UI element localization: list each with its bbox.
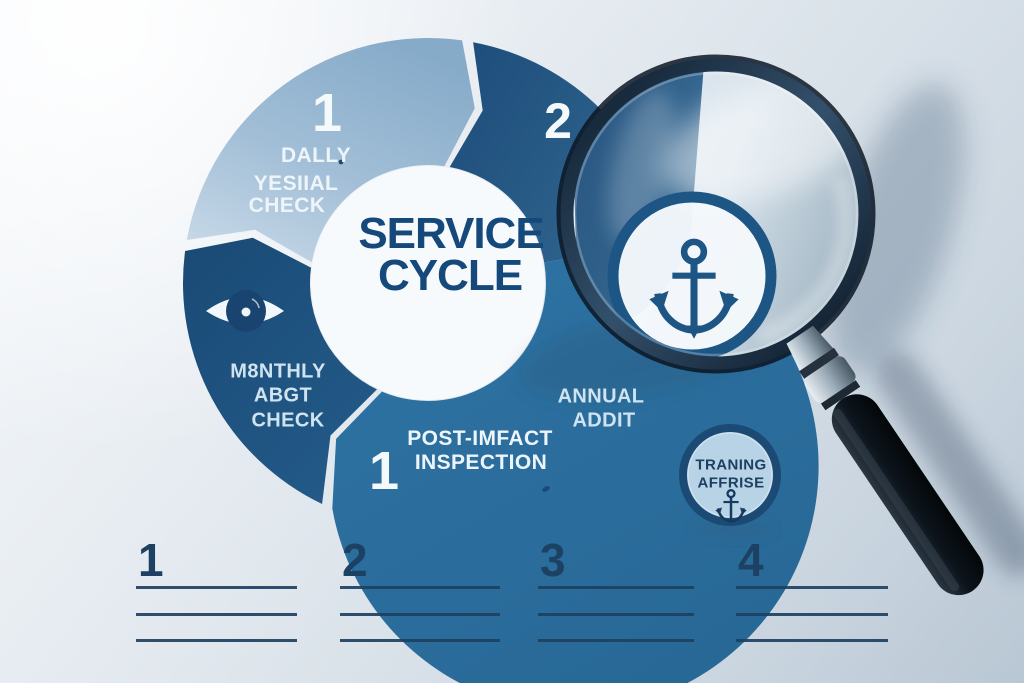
blank-line: [136, 639, 297, 642]
blank-line: [538, 613, 694, 616]
training-badge: [679, 424, 781, 538]
lens-rim: [560, 58, 872, 370]
blank-line: [340, 586, 500, 589]
footer-number: 1: [138, 534, 164, 586]
footer-column-1: 1: [136, 535, 297, 647]
cycle-title: CYCLE: [377, 251, 523, 300]
blank-line: [340, 613, 500, 616]
blank-line: [538, 586, 694, 589]
footer-column-3: 3: [538, 535, 694, 647]
eye-icon: [206, 290, 284, 332]
segment-annual-label: ANNUAL: [557, 385, 645, 408]
cycle-title: SERVICE: [358, 209, 544, 258]
footer-number: 3: [540, 534, 566, 586]
footer-number: 2: [342, 534, 368, 586]
segment-annual-label: ADDIT: [572, 409, 636, 432]
footer-column-2: 2: [340, 535, 500, 647]
handle-shadow: [875, 352, 1024, 577]
segment-daily-label: YESIIAL: [253, 172, 339, 195]
blank-line: [736, 639, 888, 642]
segment-audit-number: 2: [544, 93, 572, 149]
segment-monthly-label: ABGT: [253, 384, 313, 407]
segment-daily-number: 1: [311, 83, 343, 143]
footer-column-4: 4: [736, 535, 888, 647]
blank-line: [136, 613, 297, 616]
lens-rim-outer: [556, 54, 876, 374]
blank-line: [538, 639, 694, 642]
segment-daily-label: CHECK: [248, 194, 326, 217]
ink-speck: [542, 486, 550, 492]
magnifier-handle: [786, 325, 1024, 596]
segment-daily: [186, 38, 475, 263]
segment-daily-label: DALLY: [280, 144, 352, 167]
segment-post-number: 1: [368, 441, 400, 501]
segment-monthly-label: CHECK: [251, 409, 325, 432]
blank-line: [736, 586, 888, 589]
blank-line: [340, 639, 500, 642]
segment-post-label: POST-IMFACT: [407, 427, 553, 450]
magnifying-glass: [556, 54, 1024, 596]
cycle-hub: [311, 166, 545, 400]
badge-label: AFFRISE: [697, 474, 765, 492]
footer-number: 4: [738, 534, 764, 586]
badge-label: TRANING: [695, 456, 767, 474]
segment-monthly-label: M8NTHLY: [230, 360, 326, 383]
ink-speck: [338, 159, 344, 165]
segment-post-label: INSPECTION: [414, 451, 548, 474]
blank-line: [736, 613, 888, 616]
blank-line: [136, 586, 297, 589]
